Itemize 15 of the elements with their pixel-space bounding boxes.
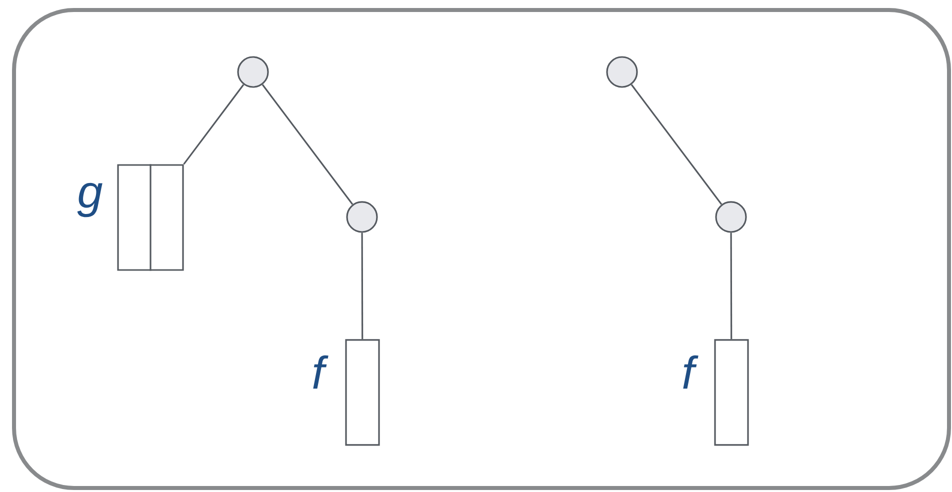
variable-label: f	[313, 355, 328, 389]
connector-line	[630, 84, 722, 205]
connector-line	[361, 232, 364, 340]
circle-node	[715, 201, 747, 233]
box-node	[714, 339, 749, 446]
variable-label: g	[77, 182, 102, 218]
connector-line	[262, 84, 354, 205]
split-box	[117, 164, 184, 271]
circle-node	[606, 56, 638, 88]
circle-node	[237, 56, 269, 88]
box-node	[345, 339, 380, 446]
connector-line	[730, 232, 732, 340]
circle-node	[346, 201, 378, 233]
variable-label: f	[683, 355, 698, 389]
connector-line	[183, 84, 244, 165]
